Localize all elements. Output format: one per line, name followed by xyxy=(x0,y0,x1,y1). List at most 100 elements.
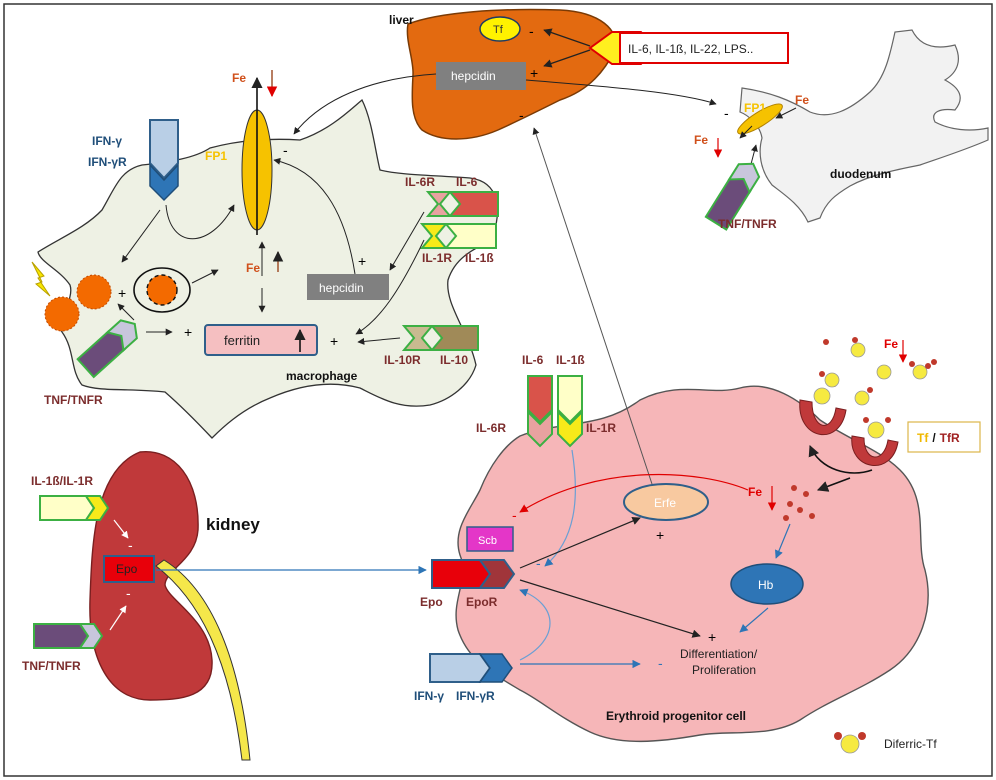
macrophage: FP1 Fe - - IFN-γ IFN-γR + Fe ferritin he… xyxy=(31,70,499,439)
liver-arrow-to-hepcidin xyxy=(543,49,591,68)
epor-to-differentiation-arrow xyxy=(519,579,701,638)
macrophage-fe-mid: Fe xyxy=(246,261,260,275)
tfr-cup xyxy=(851,435,899,467)
erythroid-progenitor: Erythroid progenitor cell IL-6 IL-1ß IL-… xyxy=(156,127,981,743)
erythroid-il1b-label: IL-1ß xyxy=(556,353,585,367)
iron-to-hb-arrow xyxy=(774,523,791,559)
kidney-minus-top: - xyxy=(128,537,133,553)
kidney-epo-label: Epo xyxy=(116,562,138,576)
ferritin-plus-right: + xyxy=(330,333,338,349)
diferric-tf xyxy=(854,390,870,406)
macrophage-ifn-receptor xyxy=(149,119,179,202)
ifn-gamma-ligand xyxy=(429,653,492,683)
il6-to-hepcidin-arrow xyxy=(389,211,425,271)
iron-dot xyxy=(787,501,793,507)
legend-iron-atom-2 xyxy=(858,732,866,740)
ifn-to-erythrocyte-arrow xyxy=(121,209,161,263)
iron-dot xyxy=(803,491,809,497)
senescent-rbc-1 xyxy=(76,274,112,310)
scb-box xyxy=(466,526,514,552)
iron-dot xyxy=(823,339,829,345)
duodenum-tnf-receptor xyxy=(704,162,761,231)
liver-label: liver xyxy=(389,13,414,27)
lightning-icon xyxy=(31,261,51,297)
liver: Tf hepcidin liver - + - IL-6, IL-1ß, IL-… xyxy=(293,8,789,140)
erythroid-epor-label: EpoR xyxy=(466,595,498,609)
scb-label: Scb xyxy=(478,535,497,547)
fe-epor-minus: - xyxy=(512,507,517,523)
macrophage-il1b-label: IL-1ß xyxy=(465,251,494,265)
tf-iron-atom xyxy=(819,371,825,377)
il10r-chevron xyxy=(401,325,435,351)
macrophage-il6-label: IL-6 xyxy=(456,175,478,189)
erythroid-ifn-receptor xyxy=(429,653,513,683)
macrophage-il10-receptor xyxy=(401,325,479,351)
duodenum-fp1-label: FP1 xyxy=(744,101,766,115)
phagosome-to-fe-arrow xyxy=(191,269,219,284)
il1b-ligand xyxy=(39,495,96,521)
tf-iron-atom xyxy=(909,361,915,367)
macrophage-il1r-label: IL-1R xyxy=(422,251,452,265)
liver-cytokine-list: IL-6, IL-1ß, IL-22, LPS.. xyxy=(628,42,753,56)
hb-ellipse xyxy=(730,563,804,605)
tf-tfr-box xyxy=(907,421,981,453)
legend-diferric-tf-icon xyxy=(840,734,860,754)
iron-dot xyxy=(809,513,815,519)
duodenum-fe-arrow-to-channel xyxy=(775,107,797,119)
il10-to-ferritin-arrow xyxy=(357,337,401,345)
tf-iron-atom xyxy=(925,363,931,369)
ifn-to-fp1-arrow xyxy=(165,204,235,240)
il6-ligand xyxy=(527,375,553,424)
liver-hepcidin-label: hepcidin xyxy=(451,69,496,83)
erfe-label: Erfe xyxy=(654,496,676,510)
macrophage-tnf-receptor xyxy=(76,319,138,379)
kidney-tnf-label: TNF/TNFR xyxy=(22,659,81,673)
erythroid-il1-receptor xyxy=(557,375,583,448)
il1-to-ferritin-arrow xyxy=(355,239,425,335)
erythroid-fe-label: Fe xyxy=(748,485,762,499)
liver-minus-bottom: - xyxy=(519,107,524,123)
hb-label: Hb xyxy=(758,578,774,592)
il1r-chevron xyxy=(84,495,110,521)
ferritin-box xyxy=(204,324,318,356)
macrophage-label: macrophage xyxy=(286,369,358,383)
iron-dot xyxy=(783,515,789,521)
erfe-plus: + xyxy=(656,527,664,543)
tfr-release-arrow xyxy=(816,477,851,492)
duodenum-fe-down: Fe xyxy=(694,133,708,147)
kidney-tnf-arrow xyxy=(109,605,127,631)
ureter xyxy=(155,559,251,761)
il1b-ligand xyxy=(557,375,583,424)
tfr-label: TfR xyxy=(940,431,960,445)
tfr-receptor-1 xyxy=(799,381,847,436)
tnfr-receptor xyxy=(105,319,138,353)
kidney-label: kidney xyxy=(206,515,260,534)
legend-iron-atom-1 xyxy=(834,732,842,740)
ifn-gamma-receptor-chevron xyxy=(478,653,513,683)
erythroid-il6-label: IL-6 xyxy=(522,353,544,367)
duodenum-shape xyxy=(739,29,989,223)
erfe-ellipse xyxy=(623,483,709,521)
tf-tfr-label: Tf/TfR xyxy=(917,431,960,445)
macrophage-tnf-label: TNF/TNFR xyxy=(44,393,103,407)
figure-frame xyxy=(3,3,993,777)
epo-ligand xyxy=(431,559,492,589)
tfr-receptor-2 xyxy=(851,417,899,467)
duodenum-fe-top: Fe xyxy=(795,93,809,107)
erythroid-il6-receptor xyxy=(527,375,553,448)
erythroid-il6r-label: IL-6R xyxy=(476,421,506,435)
macrophage-minus-fp1: - xyxy=(283,142,288,158)
macrophage-il1-receptor xyxy=(419,223,497,249)
kidney-il1-label: IL-1ß/IL-1R xyxy=(31,474,93,488)
phagosome xyxy=(133,267,191,313)
hepcidin-to-duodenum-arrow xyxy=(525,79,717,106)
tf-iron-atom xyxy=(867,387,873,393)
iron-dot xyxy=(797,507,803,513)
kidney-tnf-receptor xyxy=(33,623,104,649)
epor-to-erfe-arrow xyxy=(519,517,641,569)
tnf-to-erythrocyte-arrow xyxy=(117,303,135,321)
kidney-epo-box xyxy=(103,555,155,583)
macrophage-il6r-label: IL-6R xyxy=(405,175,435,189)
legend: Diferric-Tf xyxy=(834,732,937,754)
tf-iron-atom xyxy=(867,421,885,439)
